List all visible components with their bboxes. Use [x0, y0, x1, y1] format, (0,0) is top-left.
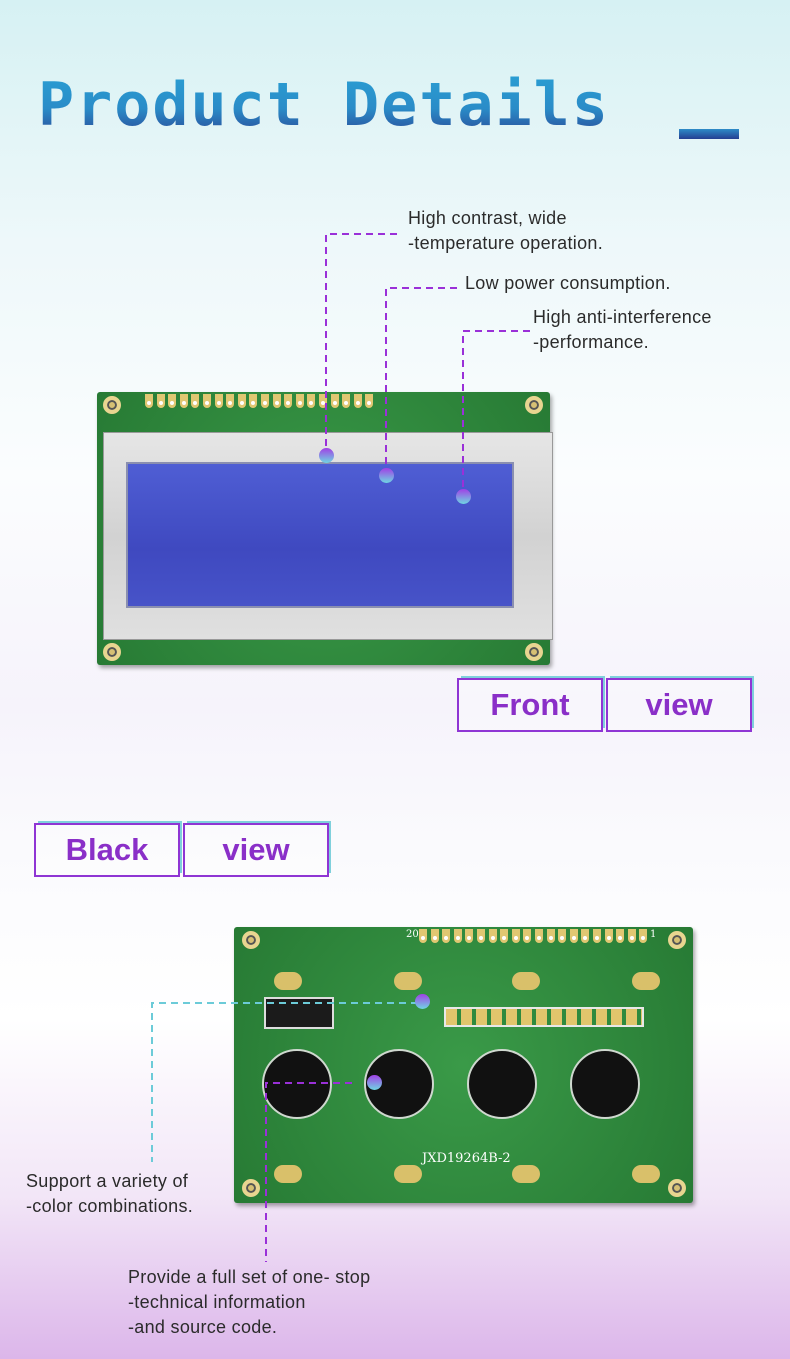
- chip-u1: [570, 1049, 640, 1119]
- header-pin: [500, 929, 509, 943]
- header-pin: [168, 394, 177, 408]
- header-pin: [639, 929, 648, 943]
- callout-line: Low power consumption.: [465, 273, 671, 293]
- tag-word: view: [183, 823, 329, 877]
- header-pin: [330, 394, 339, 408]
- callout-line: -temperature operation.: [408, 233, 604, 253]
- feature-callout-contrast: High contrast, wide -temperature operati…: [408, 206, 603, 256]
- header-pin: [442, 929, 451, 943]
- header-pin: [295, 394, 304, 408]
- callout-line: -color combinations.: [26, 1196, 194, 1216]
- header-pin: [477, 929, 485, 943]
- tag-word: view: [606, 678, 752, 732]
- callout-dot: [319, 448, 334, 463]
- header-pin: [616, 929, 625, 943]
- pin-label: 1: [650, 929, 657, 940]
- lcd-module-back: 20 1 JXD19264B-2: [234, 927, 693, 1203]
- header-pin: [226, 394, 235, 408]
- callout-line: Provide a full set of one- stop: [128, 1267, 371, 1287]
- header-pin: [627, 929, 636, 943]
- callout-dot: [456, 489, 471, 504]
- header-pin: [604, 929, 613, 943]
- header-pin: [465, 929, 474, 943]
- header-pin: [203, 394, 211, 408]
- feature-callout-colors: Support a variety of -color combinations…: [26, 1169, 193, 1219]
- lcd-module-front: [97, 392, 553, 665]
- feature-callout-power: Low power consumption.: [465, 271, 671, 296]
- header-pin: [353, 394, 362, 408]
- header-pin: [511, 929, 520, 943]
- back-view-tag: Black view: [34, 823, 332, 877]
- header-pin: [307, 394, 316, 408]
- lcd-screen: [126, 462, 514, 608]
- header-pin: [488, 929, 497, 943]
- feature-callout-interference: High anti-interference -performance.: [533, 305, 712, 355]
- header-pin: [179, 394, 188, 408]
- tag-word: Front: [457, 678, 603, 732]
- callout-line: -and source code.: [128, 1317, 278, 1337]
- header-pin: [342, 394, 351, 408]
- callout-dot: [415, 994, 430, 1009]
- model-label: JXD19264B-2: [422, 1151, 511, 1166]
- callout-line: -technical information: [128, 1292, 306, 1312]
- header-pin: [546, 929, 555, 943]
- header-pin: [523, 929, 532, 943]
- header-pin: [581, 929, 590, 943]
- header-pin: [569, 929, 578, 943]
- chip-u2: [467, 1049, 537, 1119]
- callout-line: Support a variety of: [26, 1171, 189, 1191]
- page-title: Product Details: [38, 70, 610, 140]
- tag-word: Black: [34, 823, 180, 877]
- title-underline-bar: [679, 129, 739, 139]
- header-pin: [453, 929, 462, 943]
- callout-line: High anti-interference: [533, 307, 712, 327]
- header-pin: [284, 394, 293, 408]
- callout-dot: [379, 468, 394, 483]
- header-pin: [535, 929, 543, 943]
- header-pin: [558, 929, 567, 943]
- header-pin: [156, 394, 165, 408]
- header-pin: [191, 394, 200, 408]
- feature-callout-support: Provide a full set of one- stop -technic…: [128, 1265, 370, 1340]
- front-view-tag: Front view: [457, 678, 755, 732]
- pin-label: 20: [406, 929, 419, 940]
- header-pin: [365, 394, 374, 408]
- header-pin: [593, 929, 601, 943]
- callout-line: High contrast, wide: [408, 208, 567, 228]
- header-pin: [272, 394, 281, 408]
- header-pin: [319, 394, 327, 408]
- header-pin: [237, 394, 246, 408]
- header-pin: [419, 929, 427, 943]
- header-pin: [249, 394, 258, 408]
- callout-line: -performance.: [533, 332, 649, 352]
- header-pin: [261, 394, 269, 408]
- header-pin: [430, 929, 439, 943]
- header-pin: [214, 394, 223, 408]
- callout-dot: [367, 1075, 382, 1090]
- header-pin: [145, 394, 153, 408]
